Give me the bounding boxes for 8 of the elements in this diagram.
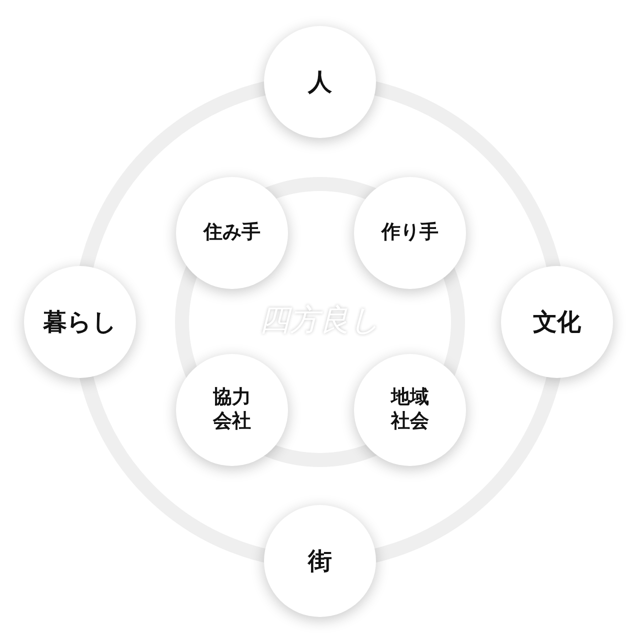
node-label: 協力会社	[212, 386, 252, 434]
node-label: 地域社会	[390, 386, 430, 434]
node-label: 住み手	[204, 221, 260, 245]
node-label: 人	[308, 67, 332, 97]
node-label: 暮らし	[43, 307, 117, 337]
node-label: 文化	[533, 307, 581, 337]
node-label: 作り手	[382, 221, 438, 245]
node-label: 街	[308, 546, 332, 576]
